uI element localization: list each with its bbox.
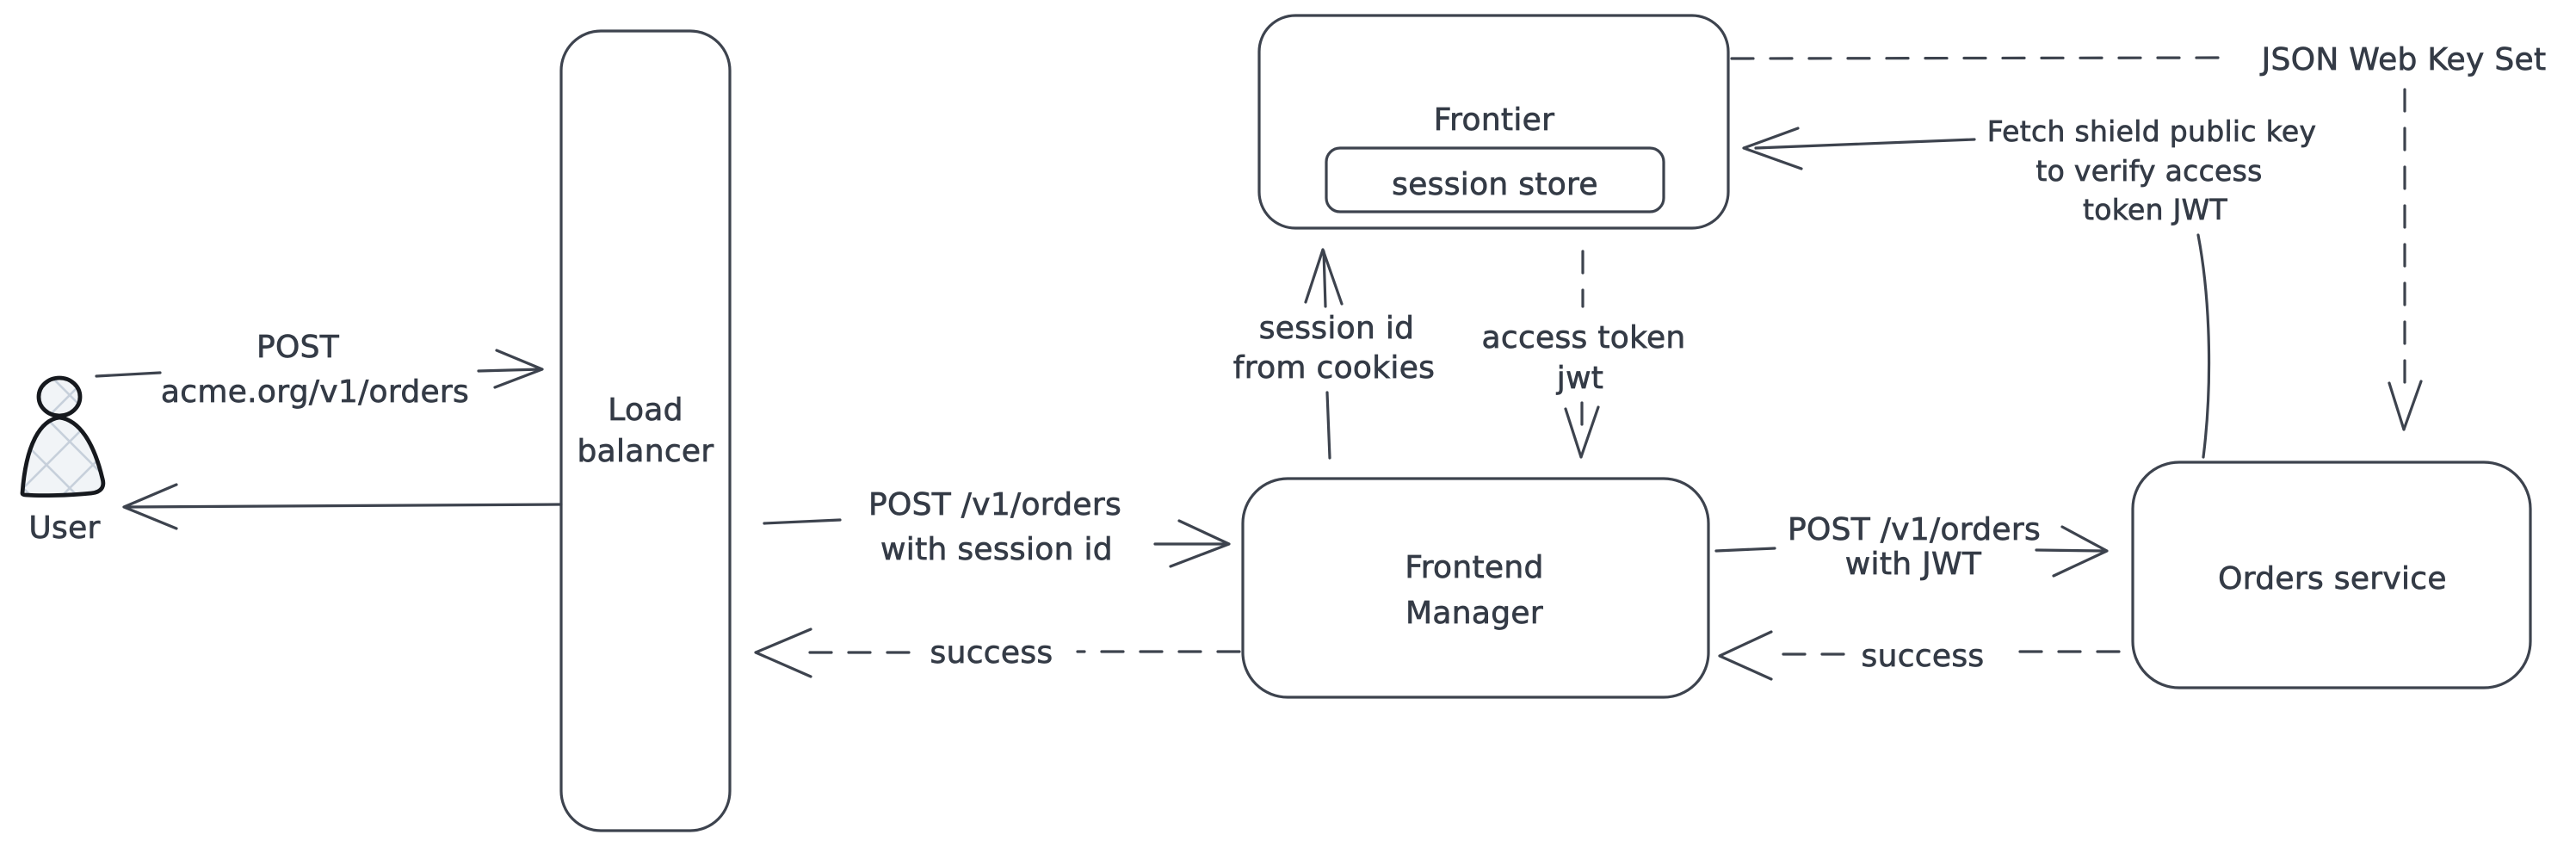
edge-label-line1: session id <box>1259 311 1415 346</box>
edge-label-line2: acme.org/v1/orders <box>161 374 469 410</box>
frontend-manager-label-line1: Frontend <box>1405 550 1543 585</box>
arrow-line <box>1325 391 1331 460</box>
edge-frontier-to-jwks: JSON Web Key Set <box>1730 42 2547 77</box>
edge-label-line2: jwt <box>1556 361 1603 396</box>
arrow-line <box>763 518 842 525</box>
arrow-line <box>95 371 162 378</box>
node-load-balancer: Load balancer <box>559 29 732 832</box>
frontier-label: Frontier <box>1434 102 1554 138</box>
edge-load-balancer-to-user <box>122 483 563 530</box>
user-head-icon <box>36 375 83 418</box>
orders-service-box <box>2131 461 2532 689</box>
arrowhead <box>1742 127 1803 170</box>
edge-label-line2: to verify access <box>2035 154 2262 188</box>
arrow-line <box>1714 547 1776 553</box>
arrow-line <box>2196 233 2211 459</box>
session-store-label: session store <box>1392 167 1598 202</box>
arrowhead <box>2052 525 2109 578</box>
arrow-line <box>126 503 563 509</box>
frontend-manager-label-line2: Manager <box>1405 596 1543 631</box>
edge-label-line2: with session id <box>880 532 1113 567</box>
arrowhead <box>1718 630 1773 681</box>
edge-label-line1: access token <box>1481 320 1685 355</box>
arrowhead <box>122 483 178 530</box>
frontend-manager-box <box>1241 477 1710 699</box>
arrowhead <box>1169 519 1231 568</box>
session-store-box <box>1325 146 1665 213</box>
orders-service-label: Orders service <box>2218 561 2447 597</box>
arrowhead <box>493 349 544 389</box>
arrowhead <box>1564 405 1600 459</box>
load-balancer-label-line2: balancer <box>578 434 714 469</box>
edge-label-line1: POST /v1/orders <box>868 487 1121 522</box>
edge-label-line1: Fetch shield public key <box>1987 114 2317 148</box>
arrowhead <box>2388 380 2423 431</box>
edge-frontend-manager-to-orders-service: POST /v1/orders with JWT <box>1714 512 2109 582</box>
arrowhead <box>754 628 812 678</box>
edge-label: success <box>930 635 1053 671</box>
user-body-icon <box>20 415 106 498</box>
arrow-line <box>2035 548 2105 553</box>
edge-jwks-to-orders-service <box>2388 88 2423 431</box>
edge-orders-service-to-frontier: Fetch shield public key to verify access… <box>1742 114 2317 459</box>
edge-frontend-manager-to-load-balancer-success: success <box>754 628 1241 678</box>
edge-user-to-load-balancer: POST acme.org/v1/orders <box>95 330 544 410</box>
edge-label-line2: with JWT <box>1845 547 1982 582</box>
edge-frontend-manager-to-frontier: session id from cookies <box>1232 248 1435 460</box>
arrow-line <box>1754 138 1976 150</box>
edge-orders-service-to-frontend-manager-success: success <box>1718 630 2121 681</box>
node-orders-service: Orders service <box>2131 461 2532 689</box>
node-frontier: Frontier session store <box>1257 14 1730 230</box>
edge-label-line1: POST /v1/orders <box>1788 512 2041 547</box>
edge-load-balancer-to-frontend-manager: POST /v1/orders with session id <box>763 487 1231 568</box>
user-label: User <box>28 510 100 546</box>
jwks-label: JSON Web Key Set <box>2260 42 2547 77</box>
load-balancer-label-line1: Load <box>608 393 683 428</box>
load-balancer-box <box>559 29 732 832</box>
edge-label: success <box>1862 639 1985 674</box>
node-frontend-manager: Frontend Manager <box>1241 477 1710 699</box>
arrow-line-dashed <box>1730 56 2231 60</box>
edge-label-line1: POST <box>256 330 340 365</box>
edge-label-line2: from cookies <box>1233 350 1435 386</box>
arrow-line <box>1322 250 1327 308</box>
edge-label-line3: token JWT <box>2083 193 2228 226</box>
edge-frontier-to-frontend-manager: access token jwt <box>1481 250 1686 459</box>
node-user: User <box>20 375 106 546</box>
arrowhead <box>1304 248 1344 306</box>
arrow-line <box>477 368 542 373</box>
